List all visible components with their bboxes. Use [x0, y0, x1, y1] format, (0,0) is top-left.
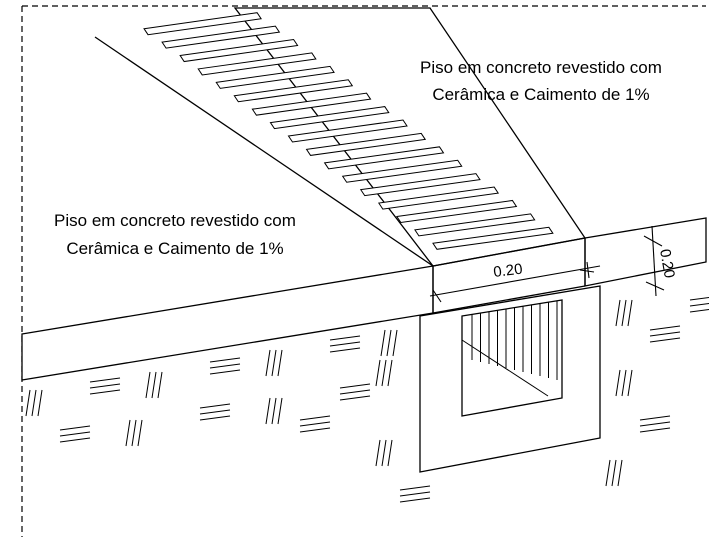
channel-inner-hatch [461, 301, 558, 397]
grating-slot [359, 173, 481, 197]
soil-hatch-line [59, 437, 91, 443]
soil-hatch-line [649, 337, 681, 343]
grating-slot [341, 159, 463, 183]
soil-hatch-line [399, 485, 431, 491]
channel-body [419, 285, 601, 473]
soil-hatch-line [375, 359, 381, 387]
soil-hatch-line [299, 415, 331, 421]
soil-hatch-line [387, 439, 393, 467]
soil-hatch-line [375, 439, 381, 467]
soil-hatch-line [209, 369, 241, 375]
label-right-line1: Piso em concreto revestido com [420, 58, 662, 77]
soil-hatch-line [137, 419, 143, 447]
soil-hatch-line [392, 329, 398, 357]
soil-hatch-line [387, 359, 393, 387]
soil-hatch-line [157, 371, 163, 399]
soil-hatch-line [271, 349, 277, 377]
dimension-depth [643, 225, 665, 297]
soil-hatch-line [617, 459, 623, 487]
soil-hatch-line [615, 299, 621, 327]
soil-hatch-line [627, 369, 633, 397]
soil-hatch-line [639, 427, 671, 433]
soil-hatch-line [209, 363, 241, 369]
soil-hatch-line [639, 421, 671, 427]
grating-slot [143, 12, 262, 36]
soil-hatch-line [649, 331, 681, 337]
grating-slot [287, 119, 408, 143]
soil-hatch-line [399, 497, 431, 503]
soil-hatch-line [199, 409, 231, 415]
grating-slot [269, 106, 390, 130]
grating-slots [143, 12, 554, 250]
sheet-frame [21, 5, 706, 537]
soil-hatch-line [37, 389, 43, 417]
soil-hatch-line [339, 395, 371, 401]
soil-hatch-line [329, 335, 361, 341]
soil-hatch-line [689, 302, 709, 307]
grating-slot [233, 79, 354, 103]
grating-slot [432, 226, 554, 250]
soil-hatch-line [131, 419, 137, 447]
soil-hatch-line [151, 371, 157, 399]
soil-hatch-line [299, 427, 331, 433]
soil-hatch-line [89, 383, 121, 389]
soil-hatch-line [59, 431, 91, 437]
soil-hatch-line [31, 389, 37, 417]
soil-hatch-line [89, 389, 121, 395]
dimension-width [429, 261, 601, 303]
soil-hatch-line [381, 359, 387, 387]
soil-hatch-line [277, 397, 283, 425]
soil-hatch-line [339, 383, 371, 389]
soil-hatch-line [649, 325, 681, 331]
soil-hatch-line [265, 349, 271, 377]
soil-hatch-line [209, 357, 241, 363]
soil-hatch-line [386, 329, 392, 357]
soil-hatch [25, 296, 709, 503]
soil-hatch-line [329, 347, 361, 353]
dimension-width-label: 0.20 [492, 261, 523, 281]
grating-slot [305, 132, 427, 156]
soil-hatch-line [25, 389, 31, 417]
grating-band [94, 7, 587, 314]
soil-hatch-line [689, 296, 709, 301]
grating-slot [377, 186, 500, 210]
soil-hatch-line [639, 415, 671, 421]
soil-hatch-line [615, 369, 621, 397]
soil-hatch-line [380, 329, 386, 357]
soil-hatch-line [277, 349, 283, 377]
soil-hatch-line [265, 397, 271, 425]
soil-hatch-line [199, 403, 231, 409]
soil-hatch-line [199, 415, 231, 421]
grating-slot [179, 38, 299, 63]
soil-hatch-line [689, 308, 709, 313]
soil-hatch-line [125, 419, 131, 447]
soil-hatch-line [145, 371, 151, 399]
soil-hatch-line [329, 341, 361, 347]
label-left-line2: Cerâmica e Caimento de 1% [66, 239, 283, 258]
label-left-line1: Piso em concreto revestido com [54, 211, 296, 230]
channel-slope-line [461, 339, 549, 397]
dimension-depth-label: 0.20 [656, 248, 678, 280]
grating-slot [251, 92, 372, 116]
label-right-line2: Cerâmica e Caimento de 1% [432, 85, 649, 104]
soil-hatch-line [271, 397, 277, 425]
soil-hatch-line [381, 439, 387, 467]
grating-slot [414, 213, 536, 237]
grating-slot [323, 146, 445, 170]
soil-hatch-line [621, 299, 627, 327]
soil-hatch-line [89, 377, 121, 383]
soil-hatch-line [605, 459, 611, 487]
grating-slot [161, 25, 281, 49]
grating-slot [215, 65, 335, 89]
soil-hatch-line [621, 369, 627, 397]
soil-hatch-line [399, 491, 431, 497]
soil-hatch-line [299, 421, 331, 427]
soil-hatch-line [627, 299, 633, 327]
soil-hatch-line [339, 389, 371, 395]
grating-slot [197, 52, 317, 76]
soil-hatch-line [611, 459, 617, 487]
soil-hatch-line [59, 425, 91, 431]
grating-slot [395, 199, 518, 224]
